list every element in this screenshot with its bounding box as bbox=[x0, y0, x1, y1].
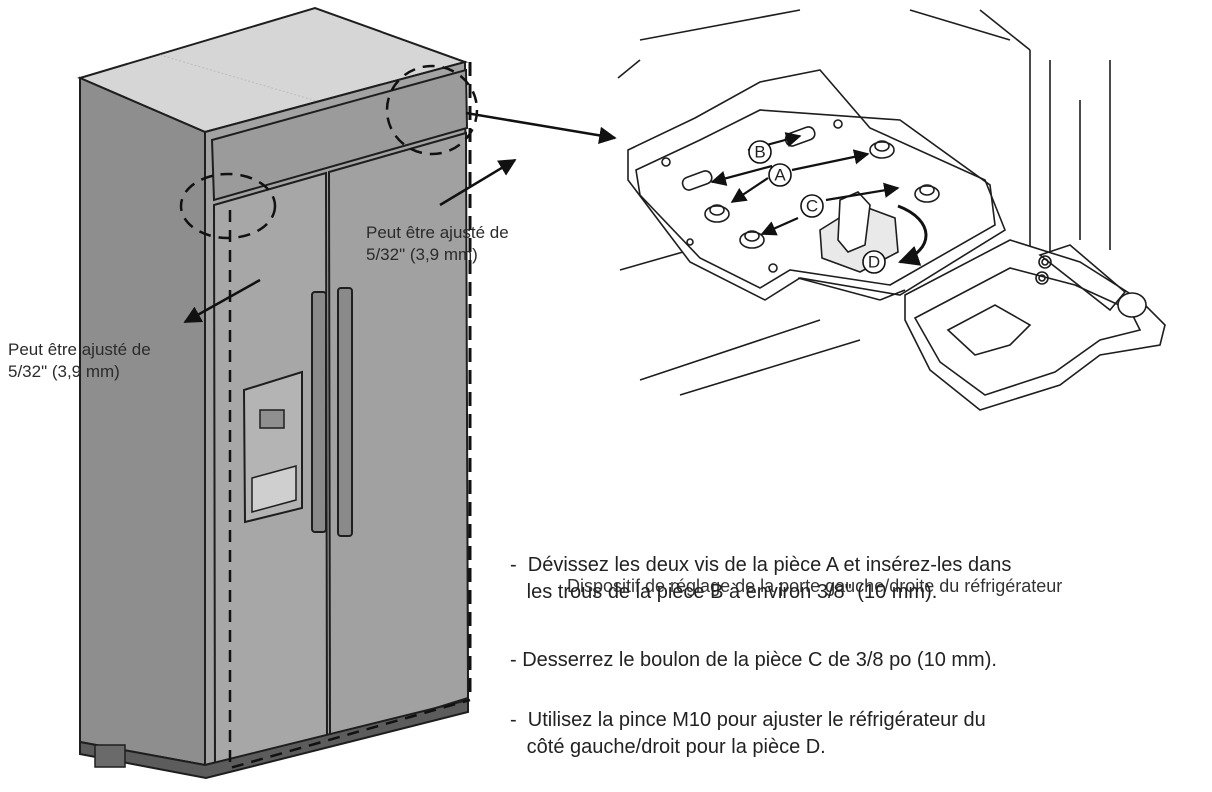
part-letter-b: B bbox=[748, 140, 772, 164]
instruction-step-1: - Dévissez les deux vis de la pièce A et… bbox=[510, 552, 1011, 606]
right-adjust-label: Peut être ajusté de 5/32" (3,9 mm) bbox=[366, 222, 509, 266]
svg-text:C: C bbox=[806, 197, 818, 216]
svg-text:D: D bbox=[868, 253, 880, 272]
fridge-base bbox=[79, 698, 469, 780]
right-handle bbox=[337, 287, 353, 537]
left-adjust-label-line1: Peut être ajusté de bbox=[8, 340, 151, 359]
fridge-side-panel bbox=[79, 76, 206, 767]
instruction-step-2: - Desserrez le boulon de la pièce C de 3… bbox=[510, 649, 997, 671]
detail-pointer-arrow bbox=[465, 111, 617, 145]
svg-text:A: A bbox=[774, 166, 786, 185]
left-dashed-outline bbox=[228, 210, 471, 770]
instruction-step-1-line2: les trous de la pièce B à environ 3/8" (… bbox=[510, 581, 938, 603]
detail-caption: Dispositif de réglage de la porte gauche… bbox=[567, 576, 1063, 596]
part-letter-a: A bbox=[768, 163, 792, 187]
part-letter-d: D bbox=[862, 250, 886, 274]
fridge-top-rail bbox=[210, 68, 469, 202]
instruction-step-3-line1: - Utilisez la pince M10 pour ajuster le … bbox=[510, 709, 986, 731]
part-letter-c: C bbox=[800, 194, 824, 218]
left-adjust-label: Peut être ajusté de 5/32" (3,9 mm) bbox=[8, 339, 151, 383]
left-adjust-arrow bbox=[183, 278, 261, 324]
instruction-step-3: - Utilisez la pince M10 pour ajuster le … bbox=[510, 707, 986, 761]
right-adjust-label-line2: 5/32" (3,9 mm) bbox=[366, 245, 478, 264]
left-adjust-label-line2: 5/32" (3,9 mm) bbox=[8, 362, 120, 381]
hinge-detail bbox=[617, 9, 1166, 411]
left-handle bbox=[311, 291, 327, 533]
part-letter-markers: B A C D bbox=[748, 140, 886, 274]
hinge-highlight-top-right bbox=[385, 64, 479, 156]
instruction-step-1-line1: - Dévissez les deux vis de la pièce A et… bbox=[510, 554, 1012, 576]
right-door bbox=[327, 131, 470, 743]
right-adjust-label-line1: Peut être ajusté de bbox=[366, 223, 509, 242]
svg-text:B: B bbox=[754, 143, 765, 162]
refrigerator bbox=[77, 6, 479, 780]
hinge-highlight-left bbox=[179, 172, 277, 240]
instruction-step-3-line2: côté gauche/droit pour la pièce D. bbox=[510, 736, 826, 758]
right-adjust-arrow bbox=[439, 158, 517, 207]
